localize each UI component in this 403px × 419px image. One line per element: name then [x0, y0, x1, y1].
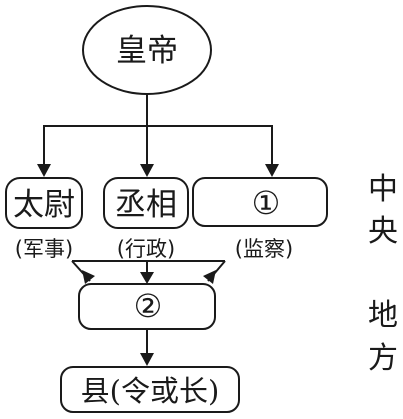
side-label-central-2: 央	[368, 214, 398, 249]
arrow-down-icon	[140, 272, 154, 284]
taiwei-role-label: (军事)	[15, 237, 73, 261]
blank-1-role-label: (监察)	[235, 237, 293, 261]
arrow-down-icon	[265, 164, 279, 177]
side-label-local-1: 地	[368, 298, 398, 333]
chengxiang-node: 丞相 (行政)	[103, 177, 189, 261]
side-label-local-2: 方	[368, 341, 398, 376]
emperor-label: 皇帝	[116, 33, 178, 69]
chengxiang-role-label: (行政)	[117, 237, 175, 261]
county-node: 县(令或长)	[60, 366, 240, 413]
blank-1-node: ① (监察)	[192, 177, 328, 261]
arrow-diagonal-icon	[203, 270, 216, 284]
side-label-local: 地 方	[368, 298, 398, 376]
taiwei-label: 太尉	[13, 187, 75, 223]
blank-1-label: ①	[252, 184, 281, 222]
side-label-central: 中 央	[368, 172, 398, 249]
central-to-local-connectors	[71, 260, 226, 284]
emperor-to-central-connectors	[37, 94, 279, 177]
blank-2-node: ②	[78, 283, 216, 330]
arrow-down-icon	[140, 353, 154, 366]
chengxiang-label: 丞相	[115, 187, 177, 223]
arrow-diagonal-icon	[82, 270, 95, 284]
arrow-down-icon	[37, 164, 51, 177]
local-to-county-connector	[140, 329, 154, 366]
taiwei-node: 太尉 (军事)	[5, 177, 83, 261]
arrow-down-icon	[140, 164, 154, 177]
county-label: 县(令或长)	[81, 374, 220, 408]
side-label-central-1: 中	[368, 172, 398, 207]
blank-2-label: ②	[134, 287, 163, 325]
emperor-node: 皇帝	[82, 5, 212, 95]
